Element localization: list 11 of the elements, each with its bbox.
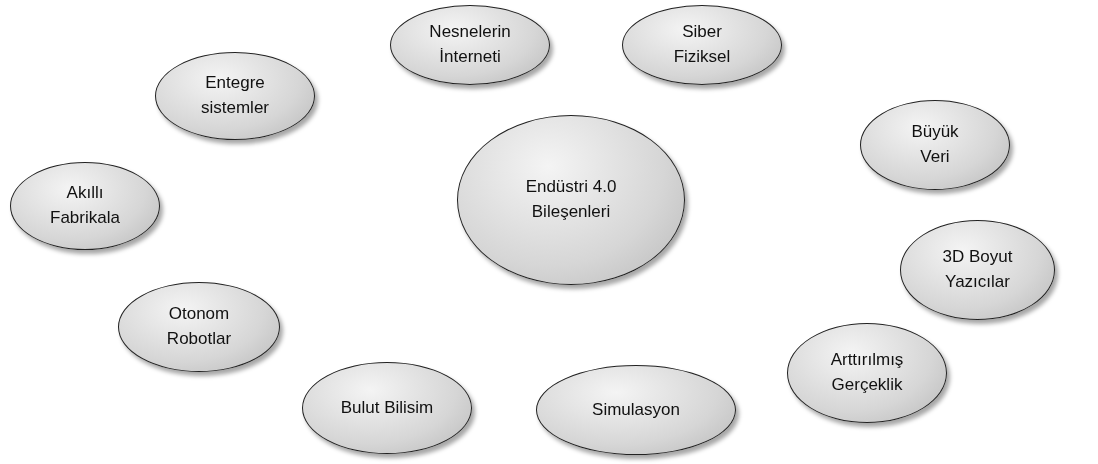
topic-label: Simulasyon <box>592 398 680 421</box>
topic-label: Endüstri 4.0 Bileşenleri <box>524 176 618 223</box>
topic-label: Nesnelerin İnterneti <box>428 21 512 68</box>
topic-label: Arttırılmış Gerçeklik <box>829 349 905 396</box>
topic-label: Akıllı Fabrikala <box>49 182 121 229</box>
topic-label: Entegre sistemler <box>200 72 270 119</box>
topic-label: Bulut Bilisim <box>340 396 434 419</box>
topic-label: 3D Boyut Yazıcılar <box>941 246 1014 293</box>
topic-label: Büyük Veri <box>910 121 960 168</box>
topic-label: Otonom Robotlar <box>165 303 233 350</box>
topic-label: Siber Fiziksel <box>672 21 732 68</box>
